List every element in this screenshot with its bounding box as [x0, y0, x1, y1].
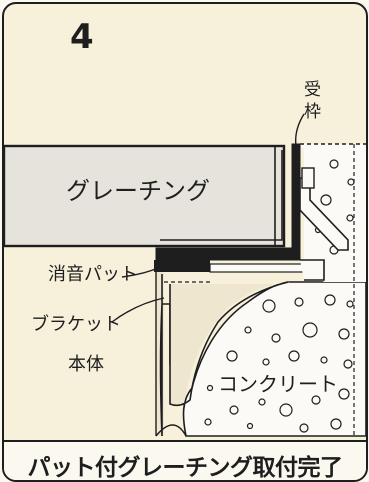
silencing-pad: [154, 260, 210, 272]
bracket-leader: [111, 297, 165, 323]
frame-label-line1: 受: [304, 80, 321, 100]
bracket-label-line2: 本体: [68, 354, 104, 375]
frame-inner-line: [160, 150, 283, 241]
bracket-label-line1: ブラケット: [31, 314, 121, 335]
bracket-plate: [170, 282, 290, 404]
frame-label-line2: 枠: [304, 102, 321, 122]
frame-bolt: [301, 167, 315, 189]
pad-leader: [121, 267, 159, 278]
concrete-body: [182, 281, 366, 437]
step-number: 4: [70, 17, 94, 57]
grating: [4, 144, 286, 248]
bracket-foot: [155, 424, 187, 437]
concrete-upper: [300, 144, 366, 282]
frame-step: [300, 259, 325, 281]
caption-bar: パット付グレーチング取付完了: [4, 440, 366, 480]
seat-plate: [209, 263, 307, 273]
bracket-plate-outline: [169, 281, 289, 407]
grating-label: グレーチング: [66, 177, 210, 205]
caption-text: パット付グレーチング取付完了: [27, 455, 344, 481]
concrete-label: コンクリート: [218, 372, 338, 396]
pad-label: 消音パット: [48, 264, 138, 285]
cross-section-drawing: [4, 113, 366, 437]
frame-leader: [294, 113, 305, 147]
